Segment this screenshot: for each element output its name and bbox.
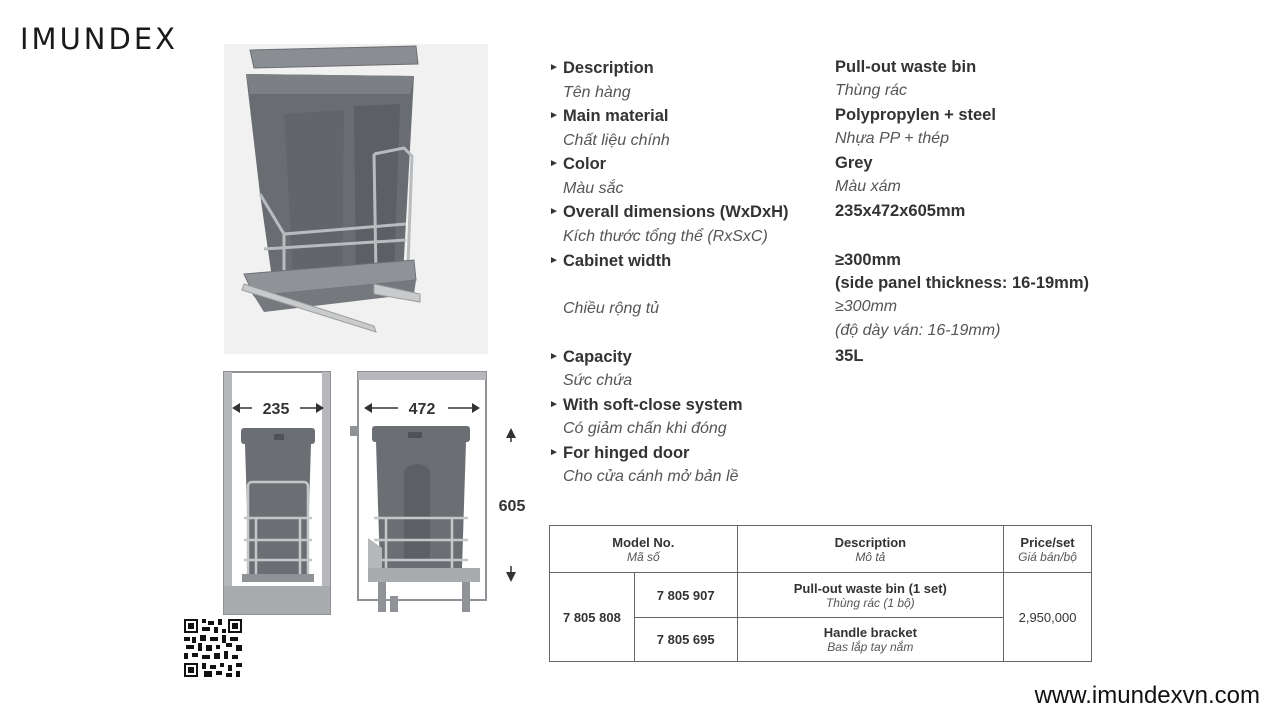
spec-value-en: ≥300mm bbox=[835, 251, 901, 269]
header-price-vi: Giá bán/bộ bbox=[1018, 549, 1077, 564]
brand-logo: IMUNDEX bbox=[20, 22, 179, 56]
table-row: 7 805 695 Handle bracket Bas lắp tay nắm bbox=[550, 617, 1092, 662]
item-description-en: Handle bracket bbox=[823, 625, 917, 640]
spec-value-vi: Nhựa PP + thép bbox=[835, 130, 950, 147]
item-model-cell: 7 805 695 bbox=[633, 617, 738, 662]
bullet-icon: ► bbox=[549, 62, 559, 73]
dimension-height-label: 605 bbox=[499, 498, 526, 515]
spec-label-vi: Kích thước tổng thể (RxSxC) bbox=[563, 228, 768, 245]
height-dimension: 605 bbox=[499, 428, 526, 582]
spec-value-vi-note: (độ dày ván: 16-19mm) bbox=[835, 322, 1001, 339]
spec-label-en: Main material bbox=[563, 107, 669, 125]
spec-value-vi: Thùng rác bbox=[835, 82, 908, 99]
spec-label-vi: Chất liệu chính bbox=[563, 132, 670, 149]
item-description-cell: Pull-out waste bin (1 set) Thùng rác (1 … bbox=[736, 572, 1005, 618]
spec-label-en: Color bbox=[563, 155, 607, 173]
spec-label-en: Description bbox=[563, 59, 654, 77]
spec-value-en-note: (side panel thickness: 16-19mm) bbox=[835, 274, 1090, 292]
qr-code bbox=[184, 619, 242, 677]
dimension-depth-label: 472 bbox=[409, 401, 436, 418]
header-model-en: Model No. bbox=[612, 534, 675, 550]
bullet-icon: ► bbox=[549, 255, 559, 266]
front-view: 235 bbox=[223, 371, 331, 615]
header-description-en: Description bbox=[834, 534, 907, 550]
header-description: Description Mô tả bbox=[736, 525, 1005, 573]
bullet-icon: ► bbox=[549, 447, 559, 458]
spec-label-vi: Có giảm chấn khi đóng bbox=[563, 420, 727, 437]
spec-value-en: 235x472x605mm bbox=[835, 202, 966, 220]
spec-label-en: With soft-close system bbox=[563, 396, 743, 414]
bullet-icon: ► bbox=[549, 206, 559, 217]
spec-value-vi: ≥300mm bbox=[835, 298, 898, 315]
item-description-en: Pull-out waste bin (1 set) bbox=[793, 580, 947, 596]
item-model-cell: 7 805 907 bbox=[633, 572, 738, 618]
spec-label-en: Overall dimensions (WxDxH) bbox=[563, 203, 789, 221]
spec-label-vi: Sức chứa bbox=[563, 372, 633, 389]
header-description-vi: Mô tả bbox=[855, 549, 886, 564]
spec-label-vi: Tên hàng bbox=[563, 84, 631, 101]
website-link[interactable]: www.imundexvn.com bbox=[1034, 682, 1260, 709]
table-header-row: Model No. Mã số Description Mô tả Price/… bbox=[549, 525, 1092, 573]
price-cell: 2,950,000 bbox=[1003, 572, 1092, 662]
set-model-cell: 7 805 808 bbox=[549, 572, 635, 662]
spec-value-en: Polypropylen + steel bbox=[835, 106, 996, 124]
spec-value-en: Pull-out waste bin bbox=[835, 58, 977, 76]
bullet-icon: ► bbox=[549, 158, 559, 169]
spec-label-vi: Cho cửa cánh mở bản lề bbox=[563, 468, 739, 485]
header-price-en: Price/set bbox=[1020, 534, 1075, 550]
header-model-vi: Mã số bbox=[626, 549, 660, 564]
bullet-icon: ► bbox=[549, 110, 559, 121]
spec-label-en: Cabinet width bbox=[563, 252, 672, 270]
side-view: 472 bbox=[350, 371, 487, 612]
table-row: 7 805 808 7 805 907 Pull-out waste bin (… bbox=[549, 572, 1092, 662]
item-description-cell: Handle bracket Bas lắp tay nắm bbox=[736, 617, 1005, 662]
header-price: Price/set Giá bán/bộ bbox=[1003, 525, 1092, 573]
product-photo bbox=[224, 44, 488, 354]
spec-label-vi: Chiều rộng tủ bbox=[563, 300, 660, 317]
bullet-icon: ► bbox=[549, 351, 559, 362]
spec-value-en: Grey bbox=[835, 154, 873, 172]
spec-label-en: For hinged door bbox=[563, 444, 690, 462]
item-description-vi: Thùng rác (1 bộ) bbox=[825, 595, 915, 610]
spec-label-vi: Màu sắc bbox=[563, 180, 624, 197]
spec-label-en: Capacity bbox=[563, 348, 632, 366]
header-model: Model No. Mã số bbox=[549, 525, 738, 573]
dimension-width-label: 235 bbox=[263, 401, 290, 418]
bullet-icon: ► bbox=[549, 399, 559, 410]
spec-value-vi: Màu xám bbox=[835, 178, 901, 195]
spec-value-en: 35L bbox=[835, 347, 864, 365]
item-description-vi: Bas lắp tay nắm bbox=[827, 640, 914, 654]
model-price-table: Model No. Mã số Description Mô tả Price/… bbox=[549, 525, 1092, 662]
dimension-drawing: 235 472 605 bbox=[223, 371, 526, 615]
